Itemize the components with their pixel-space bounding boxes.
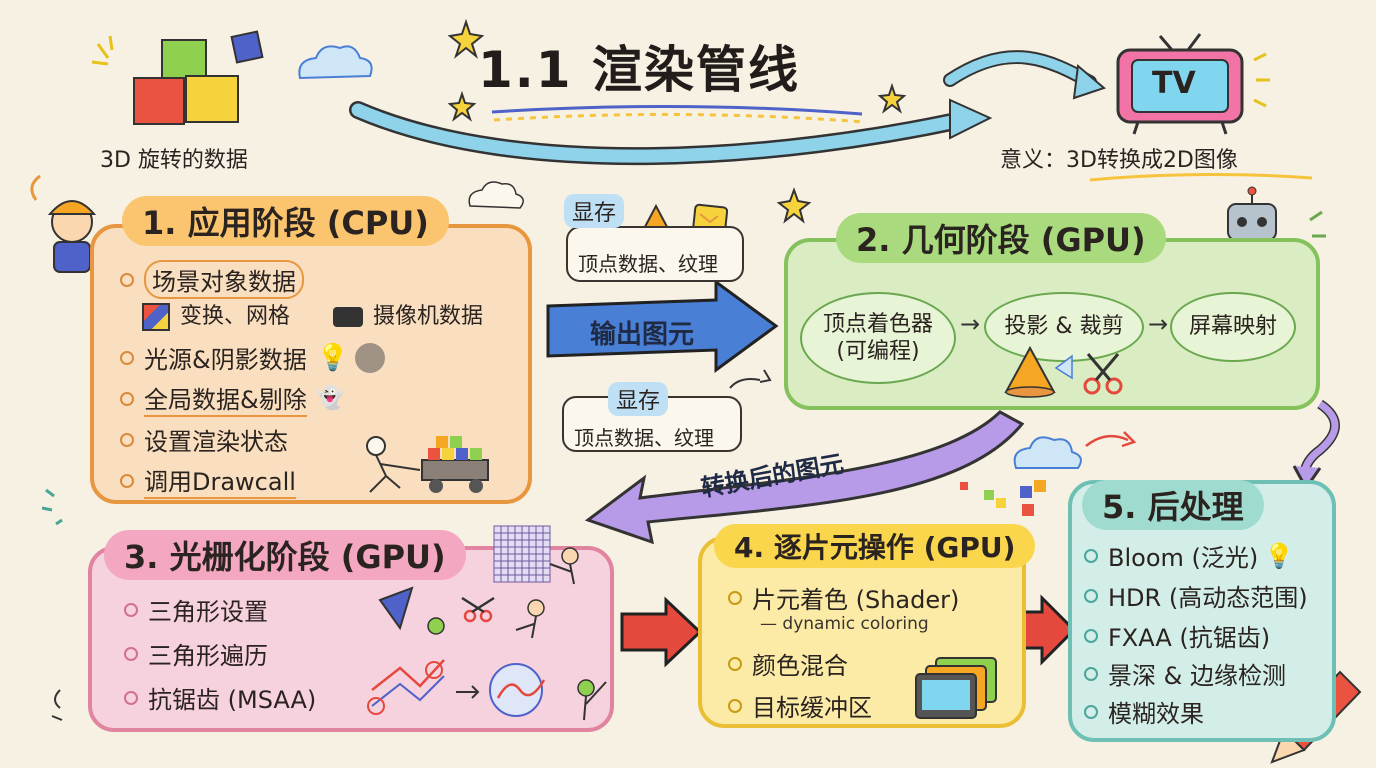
cone-clip-icon: [1004, 345, 1123, 398]
bullet-icon: [728, 698, 742, 713]
bullet-icon: [120, 350, 134, 365]
stage1-item: 调用Drawcall: [120, 462, 296, 499]
stage1-item-label: 场景对象数据: [144, 260, 304, 299]
stage4-note: — dynamic coloring: [760, 614, 929, 634]
converted-label: 转换后的图元: [699, 449, 846, 503]
stage2-title: 2. 几何阶段 (GPU): [836, 213, 1166, 263]
stage4-title: 4. 逐片元操作 (GPU): [714, 524, 1036, 568]
stage3-item: 抗锯齿 (MSAA): [124, 680, 316, 715]
stage1-item: 设置渲染状态: [120, 422, 288, 457]
stage1-subrow: 变换、网格 摄像机数据: [142, 298, 483, 331]
stage5-item-label: 景深 & 边缘检测: [1108, 662, 1286, 690]
cube-icon: [142, 303, 170, 331]
bullet-icon: [124, 690, 138, 705]
bullet-icon: [120, 473, 134, 488]
bullet-icon: [120, 432, 134, 447]
stage4-item: 目标缓冲区: [728, 688, 872, 723]
vram-tag-top: 显存: [564, 194, 625, 228]
vram-text-bottom: 顶点数据、纹理: [574, 426, 714, 450]
projection-clip-label: 投影 & 裁剪: [1004, 314, 1124, 340]
bullet-icon: [1084, 588, 1098, 603]
stage5-item: 模糊效果: [1084, 694, 1204, 729]
stage5-item-label: Bloom (泛光): [1108, 544, 1259, 572]
stage1-item: 场景对象数据: [120, 260, 304, 299]
bullet-icon: [1084, 666, 1098, 681]
stage3-item-label: 三角形遍历: [148, 642, 268, 670]
stage1-item-label: 调用Drawcall: [144, 462, 296, 499]
stage5-item: HDR (高动态范围): [1084, 578, 1308, 613]
bullet-icon: [1084, 704, 1098, 719]
stage1-item: 全局数据&剔除 👻: [120, 380, 344, 417]
stage3-item-label: 三角形设置: [148, 598, 268, 626]
vram-text-top: 顶点数据、纹理: [578, 252, 718, 276]
page-title: 1.1 渲染管线: [478, 41, 800, 99]
bullet-icon: [124, 646, 138, 661]
cloud-icon: [298, 45, 373, 80]
red-arrow-left: [620, 596, 703, 668]
vertex-shader-label: 顶点着色器: [822, 311, 933, 337]
projection-clip-node: 投影 & 裁剪: [984, 292, 1144, 362]
vertex-shader-node: 顶点着色器 (可编程): [800, 292, 956, 384]
step-arrow: →: [1148, 310, 1169, 338]
vertex-shader-sub: (可编程): [836, 339, 920, 364]
cart-icon: [366, 436, 489, 493]
stage4-item: 颜色混合: [728, 646, 848, 681]
stage5-item-label: FXAA (抗锯齿): [1108, 624, 1271, 652]
stage5-item-label: 模糊效果: [1108, 700, 1204, 728]
screen-mapping-label: 屏幕映射: [1188, 314, 1277, 340]
stage5-item: 景深 & 边缘检测: [1084, 656, 1286, 691]
stage4-item: 片元着色 (Shader): [728, 580, 959, 615]
stage5-item: FXAA (抗锯齿): [1084, 618, 1270, 653]
stage4-item-label: 颜色混合: [752, 652, 848, 680]
lightbulb-icon: 💡: [316, 342, 350, 373]
bullet-icon: [120, 272, 134, 287]
stage3-item: 三角形遍历: [124, 636, 268, 671]
step-arrow: →: [960, 310, 981, 338]
stage5-title: 5. 后处理: [1082, 480, 1264, 530]
cube-stack-icon: [91, 30, 264, 125]
stage4-item-label: 目标缓冲区: [752, 694, 872, 722]
bullet-icon: [728, 590, 742, 605]
output-label: 输出图元: [590, 320, 695, 350]
right-caption: 意义：3D转换成2D图像: [1000, 148, 1238, 173]
monitor-icon: [915, 657, 997, 719]
stage1-item-label: 光源&阴影数据: [144, 346, 307, 374]
stage1-item: 光源&阴影数据 💡: [120, 340, 386, 375]
tv-label: TV: [1152, 66, 1196, 101]
bullet-icon: [1084, 628, 1098, 643]
stage4-panel: [698, 536, 1026, 728]
raster-illustration: [367, 525, 607, 721]
bullet-icon: [124, 602, 138, 617]
camera-icon: [333, 307, 364, 327]
left-caption: 3D 旋转的数据: [100, 148, 248, 173]
vram-bubble-top: [566, 226, 744, 282]
stage3-item: 三角形设置: [124, 592, 268, 627]
stage1-item-label: 设置渲染状态: [144, 428, 288, 456]
stage5-item: Bloom (泛光) 💡: [1084, 538, 1294, 573]
ghost-icon: 👻: [316, 386, 345, 411]
bullet-icon: [728, 656, 742, 671]
stage5-item-label: HDR (高动态范围): [1108, 584, 1308, 612]
stage1-title: 1. 应用阶段 (CPU): [122, 196, 449, 246]
stage1-sub-label: 变换、网格: [180, 304, 291, 329]
bullet-icon: [1084, 548, 1098, 563]
vram-tag-bottom: 显存: [608, 382, 669, 416]
scissors-icon: [1083, 353, 1123, 395]
stage3-item-label: 抗锯齿 (MSAA): [148, 686, 317, 714]
stage3-title: 3. 光栅化阶段 (GPU): [104, 530, 466, 580]
stage4-item-label: 片元着色 (Shader): [752, 586, 960, 614]
lightbulb-icon: 💡: [1264, 541, 1295, 570]
grid-icon: [493, 525, 551, 583]
screen-mapping-node: 屏幕映射: [1170, 292, 1296, 362]
stage1-sub-label: 摄像机数据: [373, 304, 484, 329]
bullet-icon: [120, 391, 134, 406]
shadow-icon: [355, 342, 386, 373]
scissors-icon: [461, 596, 495, 623]
stage1-item-label: 全局数据&剔除: [144, 380, 307, 417]
